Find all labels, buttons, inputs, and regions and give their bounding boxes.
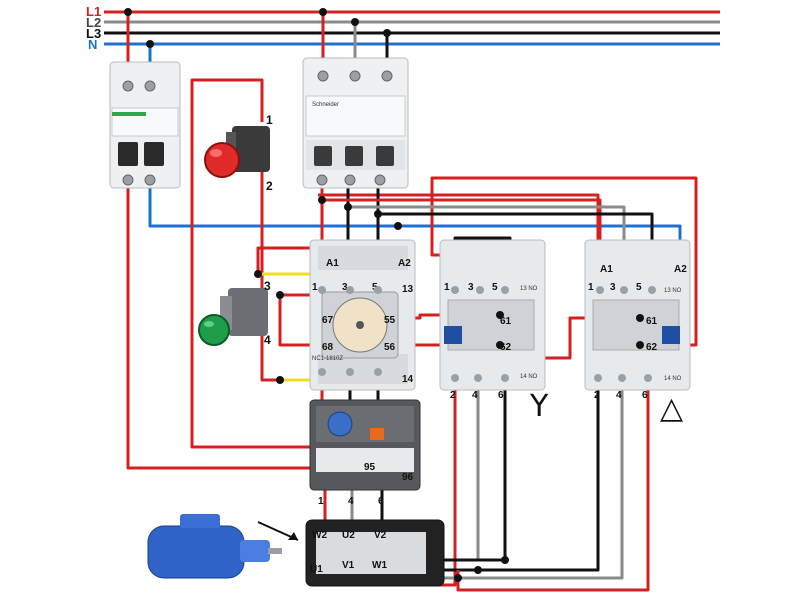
star-top-5: 5 bbox=[492, 282, 498, 293]
overload-reset-icon[interactable] bbox=[370, 428, 384, 440]
main-55: 55 bbox=[384, 315, 396, 326]
motor-w2: W2 bbox=[312, 530, 327, 541]
bus-l2-label: L2 bbox=[86, 15, 101, 30]
delta-a1-label: A1 bbox=[600, 264, 613, 275]
contactor-main: A1 A2 1 3 5 13 67 68 55 56 NC1-1810Z 14 bbox=[309, 239, 416, 391]
main-68: 68 bbox=[322, 342, 334, 353]
ol-1: 1 bbox=[318, 496, 324, 507]
motor-v2: V2 bbox=[374, 530, 387, 541]
red-mushroom-button-icon bbox=[204, 142, 240, 178]
main-bot-14: 14 bbox=[402, 374, 414, 385]
delta-symbol: △ bbox=[660, 391, 683, 426]
contactor-delta: A1 A2 1 3 5 13 NO 61 62 2 4 6 14 NO △ bbox=[584, 239, 691, 426]
star-top-3: 3 bbox=[468, 282, 474, 293]
star-61: 61 bbox=[500, 316, 512, 327]
ol-96: 96 bbox=[402, 472, 414, 483]
motor-icon bbox=[147, 514, 282, 579]
delta-bot-6: 6 bbox=[642, 390, 648, 401]
start-button[interactable]: 3 4 bbox=[198, 279, 271, 347]
main-top-13: 13 bbox=[402, 284, 414, 295]
stop-terminal-1: 1 bbox=[266, 113, 273, 127]
star-top-1: 1 bbox=[444, 282, 450, 293]
start-terminal-4: 4 bbox=[264, 333, 271, 347]
delta-a2-label: A2 bbox=[674, 264, 687, 275]
wire-delta-2 bbox=[420, 385, 600, 572]
star-bot-2: 2 bbox=[450, 390, 456, 401]
bus-lines: L1 L2 L3 N bbox=[86, 4, 720, 52]
stop-terminal-2: 2 bbox=[266, 179, 273, 193]
motor: W2 U2 V2 U1 V1 W1 bbox=[147, 514, 445, 587]
bus-l1-label: L1 bbox=[86, 4, 101, 19]
motor-v1: V1 bbox=[342, 560, 355, 571]
star-top-13: 13 NO bbox=[520, 286, 538, 292]
main-56: 56 bbox=[384, 342, 396, 353]
green-push-button-icon bbox=[198, 314, 230, 346]
delta-top-5: 5 bbox=[636, 282, 642, 293]
delta-top-1: 1 bbox=[588, 282, 594, 293]
overload-relay: 95 96 1 4 6 bbox=[309, 399, 421, 507]
wire-delta-4 bbox=[430, 385, 624, 580]
overload-dial-icon[interactable] bbox=[327, 411, 353, 437]
motor-u2: U2 bbox=[342, 530, 355, 541]
main-a1-label: A1 bbox=[326, 258, 339, 269]
main-model: NC1-1810Z bbox=[312, 356, 343, 362]
ol-95: 95 bbox=[364, 462, 376, 473]
main-a2-label: A2 bbox=[398, 258, 411, 269]
delta-bot-2: 2 bbox=[594, 390, 600, 401]
breaker-brand-text: Schneider bbox=[312, 102, 339, 108]
main-67: 67 bbox=[322, 315, 334, 326]
delta-bot-14: 14 NO bbox=[664, 376, 682, 382]
wire-star-6 bbox=[440, 385, 507, 562]
mcb-2pole bbox=[109, 61, 181, 189]
delta-top-13: 13 NO bbox=[664, 288, 682, 294]
delta-bot-4: 4 bbox=[616, 390, 622, 401]
delta-62: 62 bbox=[646, 342, 658, 353]
main-top-1: 1 bbox=[312, 282, 318, 293]
stop-button[interactable]: 1 2 bbox=[204, 113, 273, 193]
start-terminal-3: 3 bbox=[264, 279, 271, 293]
star-symbol: Y bbox=[529, 389, 549, 424]
bus-l3-label: L3 bbox=[86, 26, 101, 41]
main-top-3: 3 bbox=[342, 282, 348, 293]
delta-61: 61 bbox=[646, 316, 658, 327]
ol-6: 6 bbox=[378, 496, 384, 507]
main-breaker-3pole: Schneider bbox=[302, 57, 409, 189]
star-bot-6: 6 bbox=[498, 390, 504, 401]
bus-n-label: N bbox=[88, 37, 97, 52]
star-bot-14: 14 NO bbox=[520, 374, 538, 380]
star-bot-4: 4 bbox=[472, 390, 478, 401]
delta-top-3: 3 bbox=[610, 282, 616, 293]
motor-u1: U1 bbox=[310, 564, 323, 575]
wire-red-68 bbox=[278, 295, 322, 347]
star-62: 62 bbox=[500, 342, 512, 353]
wire-star-4 bbox=[440, 385, 480, 562]
contactor-star: 1 3 5 13 NO 61 62 2 4 6 14 NO Y bbox=[439, 239, 549, 424]
motor-w1: W1 bbox=[372, 560, 387, 571]
junctions bbox=[124, 8, 644, 582]
ol-4: 4 bbox=[348, 496, 354, 507]
wire-start-4 bbox=[260, 335, 280, 382]
